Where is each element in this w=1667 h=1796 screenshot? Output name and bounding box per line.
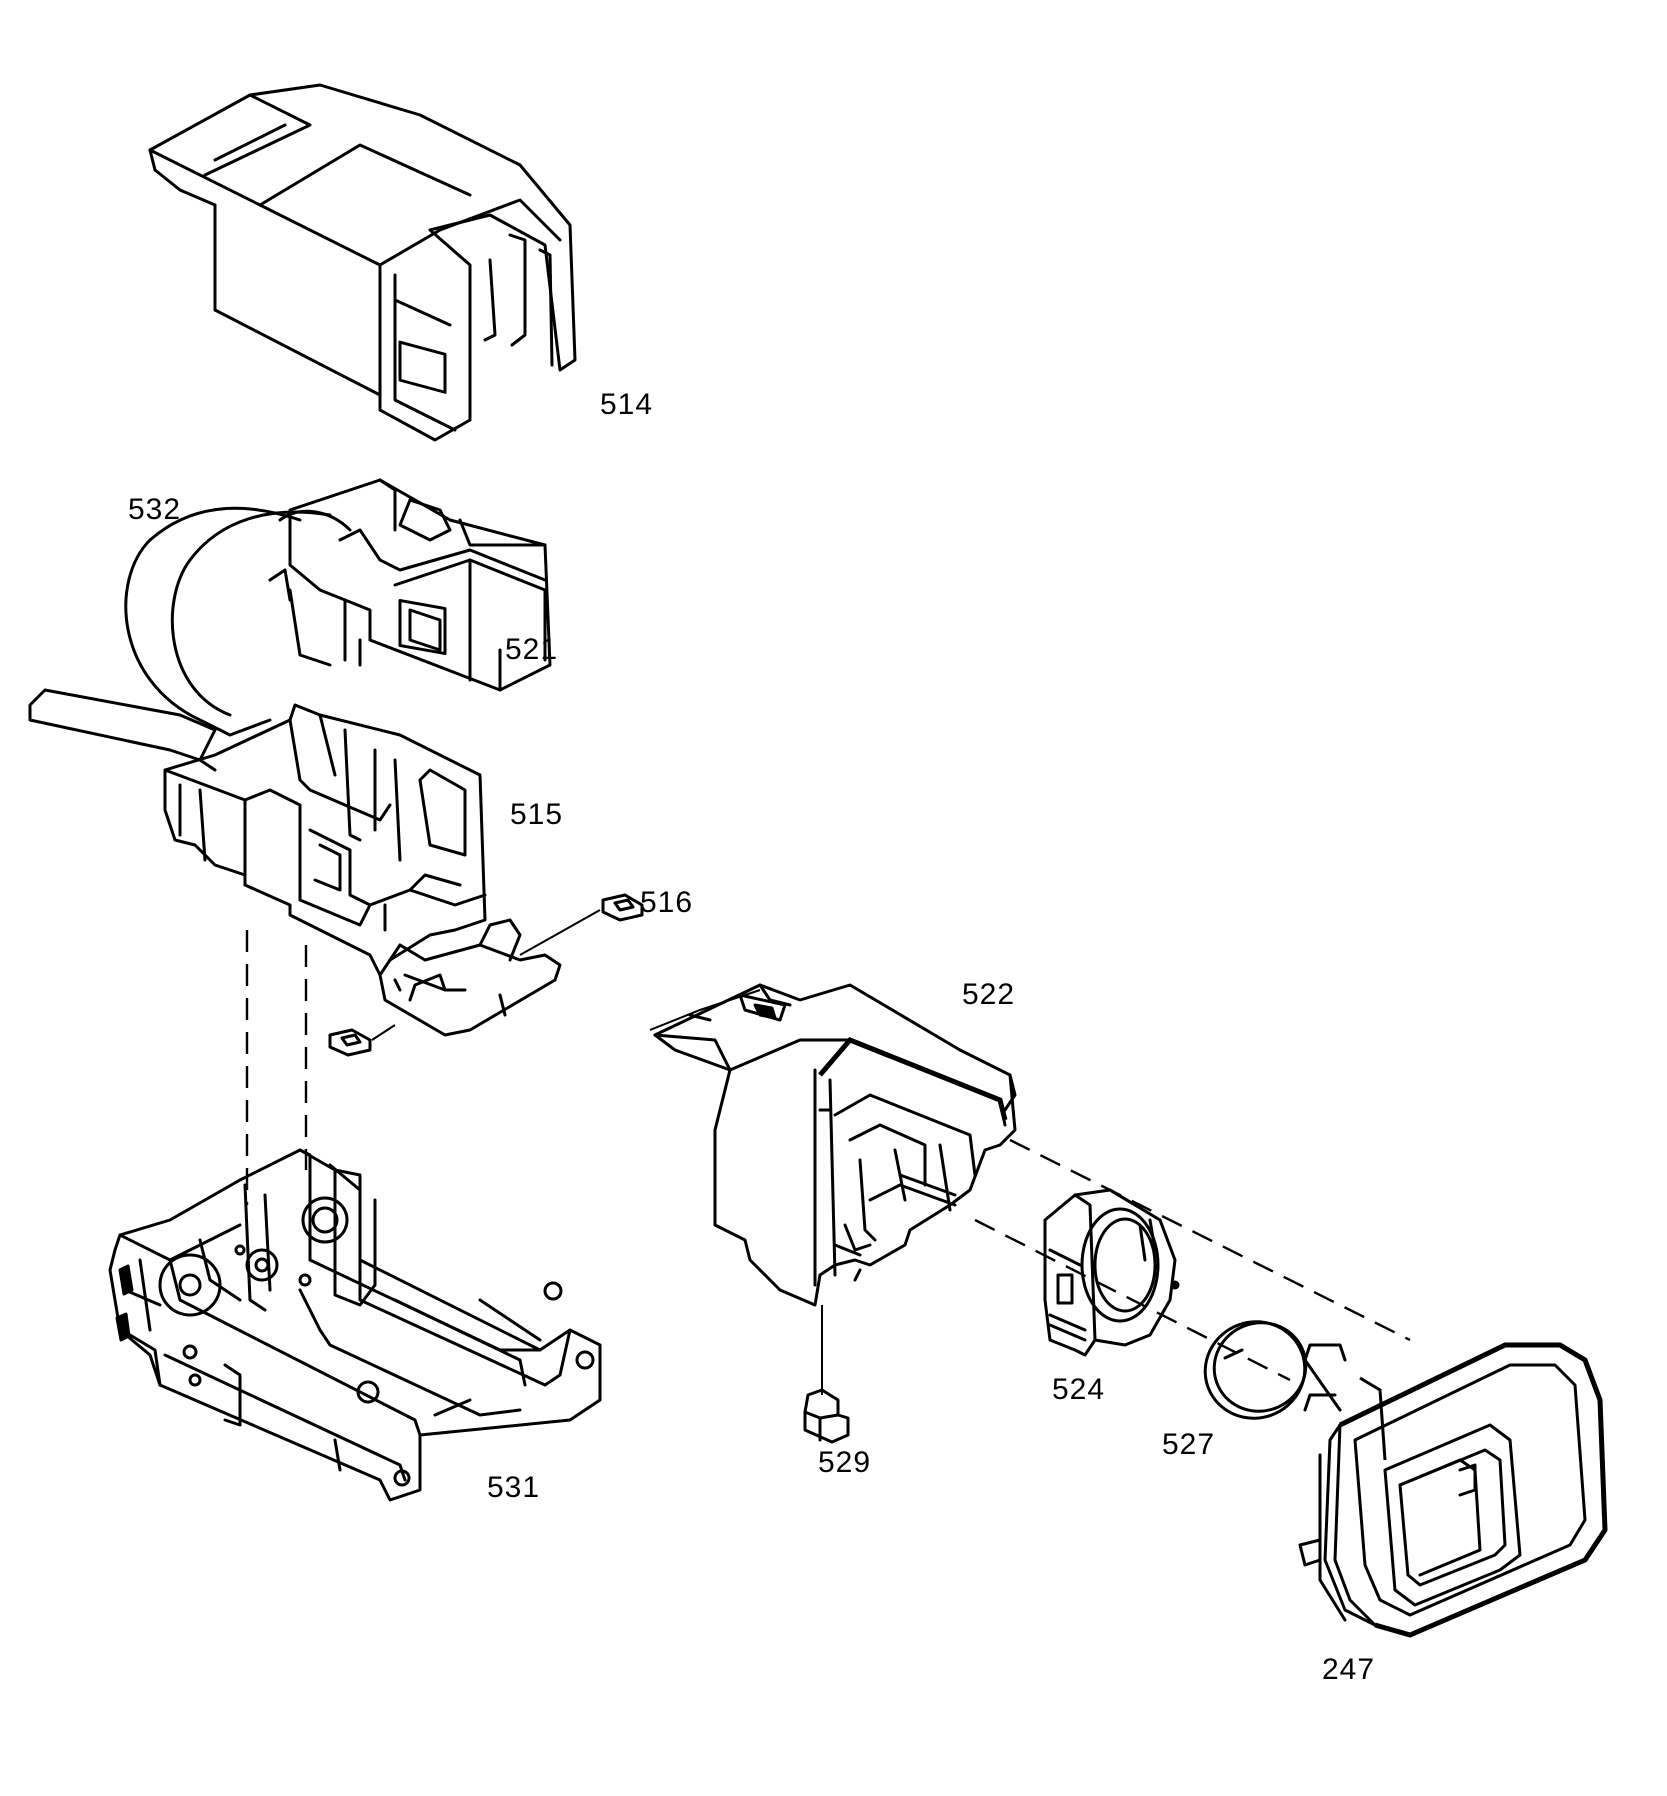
leader-516-lower xyxy=(371,1024,396,1041)
part-521-sensor-block xyxy=(268,478,552,692)
callout-515: 515 xyxy=(510,798,564,831)
callout-527: 527 xyxy=(1162,1428,1216,1461)
callout-247: 247 xyxy=(1322,1653,1376,1686)
callout-531: 531 xyxy=(487,1471,541,1504)
part-529-clip xyxy=(803,1388,850,1444)
leader-516-upper xyxy=(519,909,601,956)
part-531-chassis xyxy=(108,1148,602,1502)
part-527-lens xyxy=(1203,1320,1308,1420)
callout-514: 514 xyxy=(600,388,654,421)
optical-axis-upper xyxy=(1009,1138,1411,1342)
part-515-main-frame xyxy=(163,703,562,1037)
part-532-flex-cable xyxy=(28,506,352,772)
part-247-eyecup xyxy=(1298,1343,1607,1637)
callout-524: 524 xyxy=(1052,1373,1106,1406)
callout-529: 529 xyxy=(818,1446,872,1479)
part-522-viewfinder-housing xyxy=(653,983,1017,1307)
housing-rim-edge xyxy=(818,1037,1008,1121)
flat-cable-522 xyxy=(649,989,761,1031)
optical-axis-lower xyxy=(974,1218,1291,1382)
callout-522: 522 xyxy=(962,978,1016,1011)
part-524-lens-holder xyxy=(1043,1188,1180,1357)
callout-532: 532 xyxy=(128,493,182,526)
eyecup-post xyxy=(1359,1376,1387,1461)
part-516-screws xyxy=(328,893,644,1057)
eyecup-outer-rim xyxy=(1338,1342,1608,1638)
part-514-top-cover xyxy=(148,83,577,442)
callout-516: 516 xyxy=(640,886,694,919)
callout-521: 521 xyxy=(505,633,559,666)
